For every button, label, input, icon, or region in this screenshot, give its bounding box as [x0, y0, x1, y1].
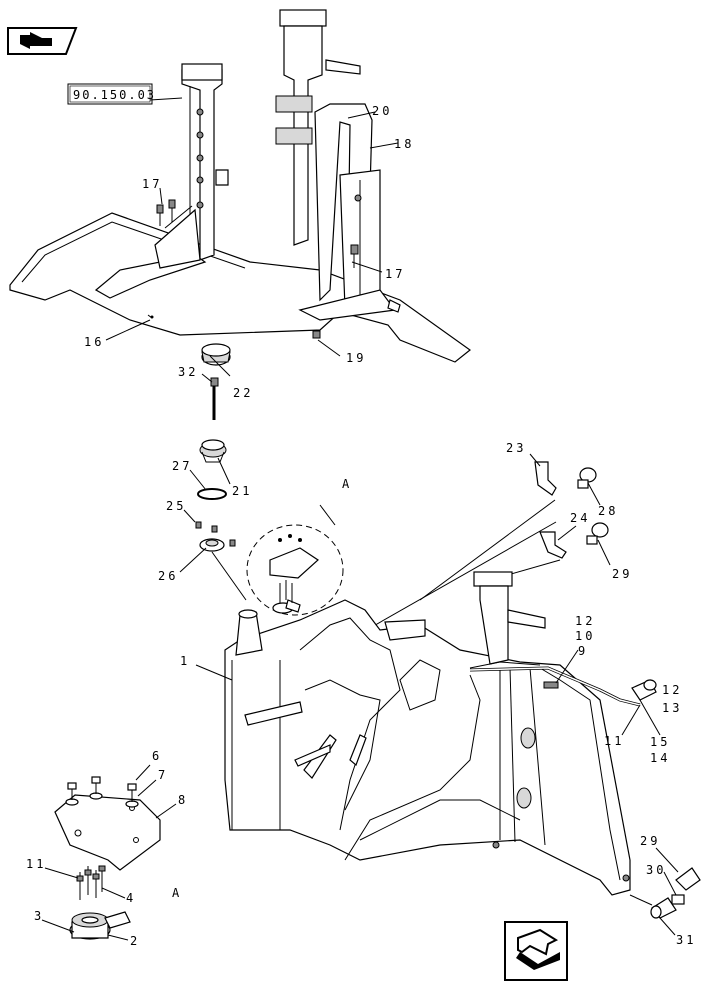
callout-12-top: 12	[575, 614, 595, 628]
callout-28: 28	[598, 504, 618, 518]
fitting-28	[577, 467, 597, 489]
o-ring-27	[197, 488, 227, 500]
callout-27: 27	[172, 459, 192, 473]
callout-9: 9	[578, 644, 588, 658]
fuel-tank	[224, 571, 631, 896]
next-page-arrow-icon[interactable]	[504, 921, 568, 981]
fuel-sender-26	[195, 521, 236, 552]
callout-13: 13	[662, 701, 682, 715]
callout-11-left: 11	[26, 857, 46, 871]
screws-4-11	[76, 865, 106, 900]
callout-26: 26	[158, 569, 178, 583]
callout-6: 6	[152, 749, 162, 763]
callout-1: 1	[180, 654, 190, 668]
callout-19: 19	[346, 351, 366, 365]
callout-8: 8	[178, 793, 188, 807]
callout-29-bottom: 29	[640, 834, 660, 848]
callout-15: 15	[650, 735, 670, 749]
callout-25: 25	[166, 499, 186, 513]
callout-labels: 17 20 18 17 16 19 32 22 27 21 25 26 A 23…	[26, 104, 696, 948]
callout-23: 23	[506, 441, 526, 455]
fitting-30	[671, 894, 685, 905]
callout-3: 3	[34, 909, 44, 923]
callout-10: 10	[575, 629, 595, 643]
callout-4: 4	[126, 891, 136, 905]
callout-18: 18	[394, 137, 414, 151]
detail-label-a: A	[172, 886, 182, 900]
fitting-29-top	[586, 522, 609, 545]
platform-plate	[9, 212, 471, 363]
callout-7: 7	[158, 768, 168, 782]
callout-17-left: 17	[142, 177, 162, 191]
callout-14: 14	[650, 751, 670, 765]
tank-sender-unit	[272, 580, 301, 614]
callout-20: 20	[372, 104, 392, 118]
callout-21: 21	[232, 484, 252, 498]
fuel-line-assembly	[469, 666, 657, 707]
callout-32: 32	[178, 365, 198, 379]
filler-cap-22	[201, 343, 231, 366]
fuel-level-sender-2-3	[69, 911, 131, 940]
callout-2: 2	[130, 934, 140, 948]
callout-17-right: 17	[385, 267, 405, 281]
fitting-24	[539, 531, 567, 559]
callout-29-top: 29	[612, 567, 632, 581]
sender-cover-plate-8	[54, 794, 161, 871]
callout-11-right: 11	[604, 734, 624, 748]
callout-24: 24	[570, 511, 590, 525]
strainer-21	[199, 439, 227, 463]
bolt-17-left	[156, 199, 176, 226]
view-label-a: A	[342, 477, 352, 491]
reference-box-label: 90.150.03	[73, 88, 156, 102]
leader-lines	[41, 97, 679, 941]
left-support-bracket	[94, 63, 229, 299]
nut-19	[312, 330, 321, 339]
previous-page-arrow-icon[interactable]	[7, 27, 78, 55]
bolt-32	[210, 377, 219, 420]
fitting-31	[650, 897, 677, 919]
detail-a-circle	[246, 504, 344, 616]
bolt-17-right	[350, 244, 359, 268]
callout-12-right: 12	[662, 683, 682, 697]
callout-31: 31	[676, 933, 696, 947]
callout-22: 22	[233, 386, 253, 400]
fitting-23	[534, 461, 557, 496]
reference-box[interactable]: 90.150.03	[67, 83, 156, 105]
fitting-29-bottom	[675, 867, 701, 891]
callout-30: 30	[646, 863, 666, 877]
bolts-6-7	[65, 776, 139, 808]
callout-16: 16	[84, 335, 104, 349]
assembly-guide-lines	[369, 499, 561, 629]
